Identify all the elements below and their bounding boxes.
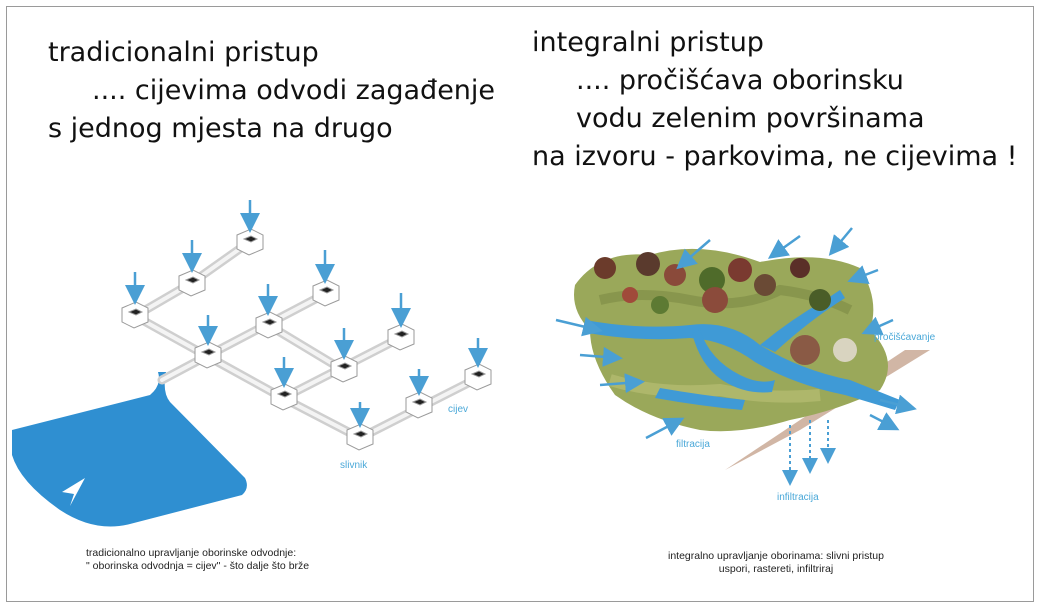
outflow-arrow bbox=[879, 394, 917, 415]
pipe-label: cijev bbox=[448, 404, 468, 415]
traditional-approach-heading: tradicionalni pristup .... cijevima odvo… bbox=[48, 34, 495, 148]
tree bbox=[636, 252, 660, 276]
inflow-arrow bbox=[555, 316, 603, 337]
water-channel bbox=[692, 330, 775, 393]
drain-box bbox=[346, 423, 374, 451]
inflow-arrow bbox=[579, 346, 623, 367]
traditional-caption: tradicionalno upravljanje oborinske odvo… bbox=[86, 547, 309, 573]
inflow-arrow bbox=[861, 316, 894, 336]
tree bbox=[651, 296, 669, 314]
tree bbox=[754, 274, 776, 296]
tree bbox=[728, 258, 752, 282]
heading-line: na izvoru - parkovima, ne cijevima ! bbox=[532, 141, 1018, 172]
tree bbox=[699, 267, 725, 293]
infiltration-label: infiltracija bbox=[777, 492, 819, 503]
heading-line: tradicionalni pristup bbox=[48, 37, 319, 68]
integral-caption: integralno upravljanje oborinama: slivni… bbox=[668, 550, 884, 576]
inflow-arrow bbox=[828, 227, 853, 256]
inflow-arrow bbox=[847, 265, 879, 284]
tree bbox=[833, 338, 857, 362]
tree bbox=[594, 257, 616, 279]
drain-box bbox=[194, 341, 222, 369]
drain-box bbox=[405, 391, 433, 419]
tree bbox=[702, 287, 728, 313]
inflow-arrow bbox=[676, 239, 711, 270]
drain-box bbox=[255, 311, 283, 339]
inflow-arrow bbox=[645, 417, 685, 440]
filtration-label: filtracija bbox=[676, 439, 710, 450]
heading-line: .... pročišćava oborinsku bbox=[576, 65, 904, 96]
drain-box bbox=[121, 301, 149, 329]
green-landscape-diagram: pročišćavanje filtracija infiltracija bbox=[555, 227, 936, 503]
caption-line: integralno upravljanje oborinama: slivni… bbox=[668, 550, 884, 562]
heading-line: vodu zelenim površinama bbox=[576, 103, 925, 134]
caption-line: tradicionalno upravljanje oborinske odvo… bbox=[86, 547, 297, 559]
purification-label: pročišćavanje bbox=[874, 332, 936, 343]
tree bbox=[790, 335, 820, 365]
drain-box bbox=[270, 383, 298, 411]
outflow-arrow bbox=[869, 412, 900, 431]
caption-line: uspori, rastereti, infiltriraj bbox=[718, 563, 834, 575]
tree bbox=[622, 287, 638, 303]
outflow-arrow bbox=[62, 478, 85, 506]
caption-line: " oborinska odvodnja = cijev" - što dalj… bbox=[86, 560, 310, 572]
drain-box bbox=[312, 279, 340, 307]
pipe-network-diagram: cijev slivnik bbox=[12, 200, 492, 527]
water-channel bbox=[585, 320, 900, 410]
drain-box bbox=[178, 269, 206, 297]
water-outflow-shape bbox=[12, 372, 247, 527]
inflow-arrow bbox=[767, 234, 801, 259]
drain-box bbox=[330, 355, 358, 383]
outflow-arrow bbox=[599, 373, 645, 394]
drain-label: slivnik bbox=[340, 460, 368, 471]
drain-box bbox=[387, 323, 415, 351]
drain-box bbox=[236, 228, 264, 256]
drain-box bbox=[464, 363, 492, 391]
heading-line: s jednog mjesta na drugo bbox=[48, 113, 393, 144]
heading-line: .... cijevima odvodi zagađenje bbox=[92, 75, 496, 106]
tree bbox=[809, 289, 831, 311]
tree bbox=[790, 258, 810, 278]
heading-line: integralni pristup bbox=[532, 27, 764, 58]
integral-approach-heading: integralni pristup .... pročišćava obori… bbox=[532, 24, 1018, 176]
tree bbox=[664, 264, 686, 286]
